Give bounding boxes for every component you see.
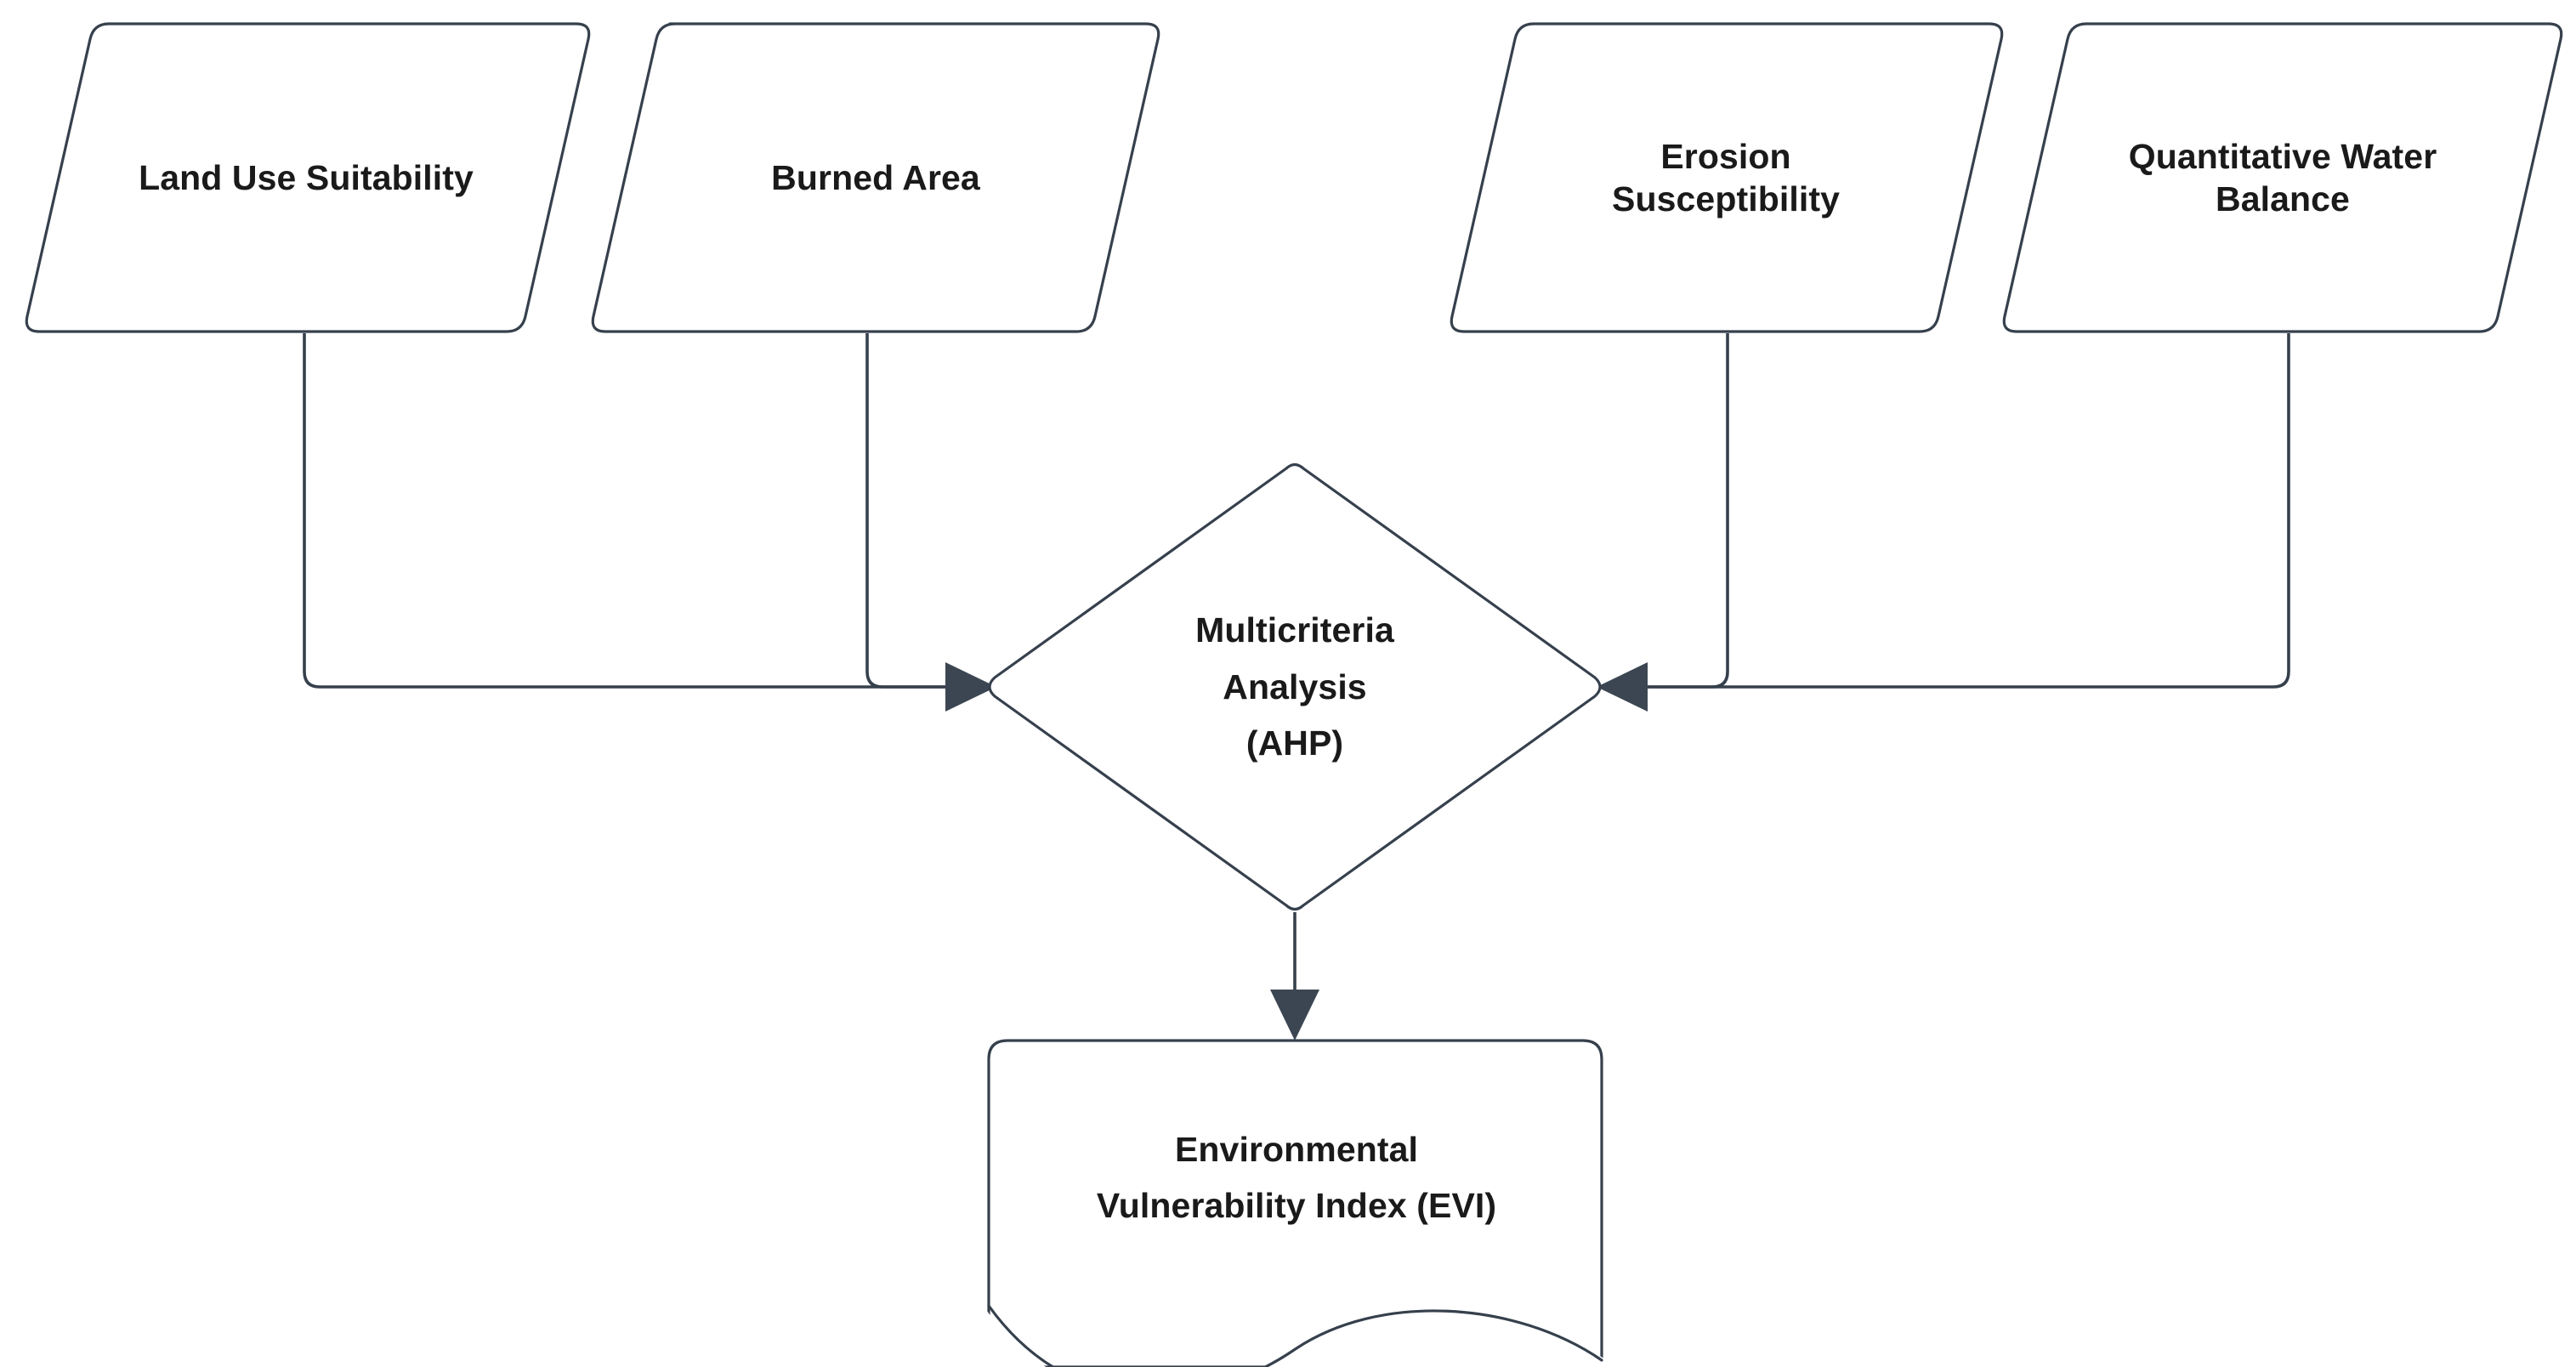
node-erosion-susceptibility[interactable] <box>1450 22 2004 333</box>
document-wave-mask <box>984 1307 1607 1367</box>
node-land-use-suitability[interactable] <box>25 22 591 333</box>
node-burned-area[interactable] <box>591 22 1160 333</box>
arrowhead-into-diamond-left <box>945 662 996 712</box>
node-layer <box>25 22 2563 1367</box>
arrowhead-into-diamond-right <box>1597 662 1648 712</box>
edge-land-use-suitability-to-multicriteria-analysis <box>303 333 986 689</box>
node-multicriteria-analysis[interactable] <box>988 462 1602 911</box>
document-wave-edge <box>987 1304 1603 1367</box>
edge-layer <box>303 333 2290 1041</box>
arrowhead-into-document <box>1270 990 1319 1041</box>
edge-erosion-susceptibility-to-multicriteria-analysis <box>1607 333 1729 689</box>
node-quantitative-water-balance[interactable] <box>2002 22 2563 333</box>
edge-quantitative-water-balance-to-multicriteria-analysis <box>1607 333 2290 689</box>
node-environmental-vulnerability-index[interactable] <box>987 1039 1603 1367</box>
edge-burned-area-to-multicriteria-analysis <box>865 333 986 689</box>
